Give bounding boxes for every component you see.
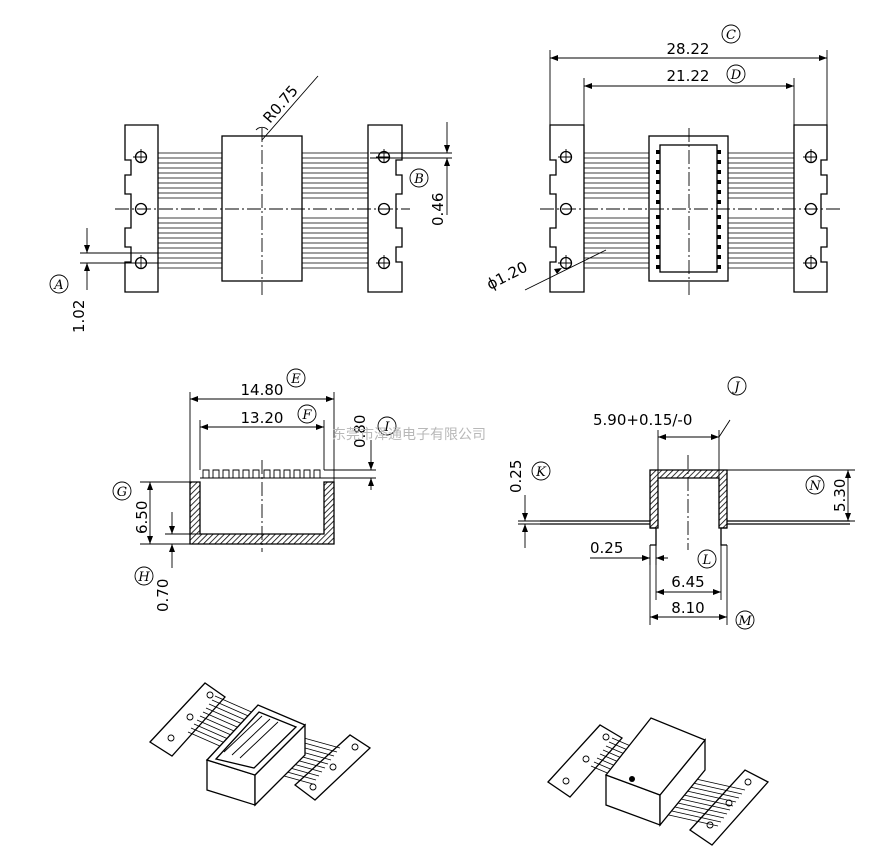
tag-j-circle xyxy=(727,376,747,396)
tag-n-circle xyxy=(805,475,825,495)
pin-group-left xyxy=(158,152,222,269)
tag-i: I xyxy=(383,420,390,435)
dim-width-f: 13.20 xyxy=(241,409,284,427)
dim-width-j: 5.90+0.15/-0 xyxy=(593,411,692,429)
tag-c-circle xyxy=(721,24,741,44)
iso-view-closed xyxy=(547,717,770,846)
tag-d-circle xyxy=(726,64,746,84)
lead-bend xyxy=(650,527,727,546)
top-view-left: R0.75 0.46 B 1.02 A xyxy=(49,75,452,333)
iso-left-plate xyxy=(148,682,226,757)
iso-pin1-mark xyxy=(629,776,635,782)
pin-tips-left xyxy=(656,150,660,269)
tag-e-circle xyxy=(286,368,306,388)
dim-pitch-a: 1.02 xyxy=(70,300,88,333)
tag-j: J xyxy=(731,380,740,395)
dim-height-n: 5.30 xyxy=(831,479,849,512)
tag-l-circle xyxy=(697,549,717,569)
dim-hole-dia: ϕ1.20 xyxy=(484,258,531,294)
pin-group-left xyxy=(584,152,649,269)
tag-g-circle xyxy=(112,481,132,501)
inner-cavity xyxy=(659,144,718,273)
tag-m-circle xyxy=(735,610,755,630)
dim-width-m: 8.10 xyxy=(671,599,704,617)
right-mount-plate xyxy=(793,124,828,293)
tag-m: M xyxy=(737,614,752,629)
bottom-view-right: 28.22 C 21.22 D ϕ1.20 xyxy=(484,24,840,295)
right-mount-plate xyxy=(367,124,403,293)
tag-e: E xyxy=(290,372,301,387)
tag-a: A xyxy=(53,278,63,293)
iso-box-cavity xyxy=(214,711,298,769)
dim-slot-i: 0.80 xyxy=(351,415,369,448)
lead-frame xyxy=(540,520,850,525)
radius-leader xyxy=(261,75,319,141)
section-view-left: 14.80 E 13.20 F 0.80 I 6.50 G 0.70 H xyxy=(112,368,397,612)
tag-a-circle xyxy=(49,274,69,294)
iso-pins-right xyxy=(650,774,746,827)
iso-box-top xyxy=(604,717,707,796)
iso-right-plate xyxy=(689,769,770,846)
dim-radius: R0.75 xyxy=(259,82,301,127)
iso-left-plate xyxy=(547,724,624,798)
dim-pitch-b: 0.46 xyxy=(429,193,447,226)
pin-group-right xyxy=(728,152,794,269)
tag-l: L xyxy=(702,553,712,568)
tag-k: K xyxy=(535,465,547,480)
dim-lead-gap: 0.25 xyxy=(590,539,623,557)
pin-group-right xyxy=(302,152,368,269)
cap-section xyxy=(649,469,728,529)
tag-d: D xyxy=(730,68,742,83)
iso-view-open xyxy=(148,682,372,807)
dim-height-g: 6.50 xyxy=(133,501,151,534)
tag-k-circle xyxy=(531,461,551,481)
left-mount-plate xyxy=(124,124,159,293)
tag-b-circle xyxy=(409,168,429,188)
tag-n: N xyxy=(808,479,821,494)
tag-f-circle xyxy=(297,404,317,424)
tag-b: B xyxy=(413,172,424,187)
dim-base-h: 0.70 xyxy=(154,579,172,612)
dim-width-l: 6.45 xyxy=(671,573,704,591)
outer-body xyxy=(648,135,729,282)
dim-lead-k: 0.25 xyxy=(507,460,525,493)
watermark-text: 东莞市泽通电子有限公司 xyxy=(332,426,486,443)
tag-f: F xyxy=(301,408,312,423)
left-mount-plate xyxy=(549,124,585,293)
pin-tips-right xyxy=(717,150,721,269)
tag-i-circle xyxy=(377,416,397,436)
tag-c: C xyxy=(726,28,736,43)
section-view-right: 5.90+0.15/-0 J 0.25 K 0.25 6.45 L 8.10 M… xyxy=(507,376,855,630)
dim-width-e: 14.80 xyxy=(241,381,284,399)
section-wall xyxy=(189,481,335,545)
tag-h: H xyxy=(137,570,150,585)
tag-h-circle xyxy=(134,566,154,586)
dim-inner-d: 21.22 xyxy=(667,67,710,85)
dim-overall-c: 28.22 xyxy=(667,40,710,58)
iso-pins-left xyxy=(590,737,641,779)
tag-g: G xyxy=(117,485,127,500)
iso-pins-left xyxy=(187,695,266,755)
